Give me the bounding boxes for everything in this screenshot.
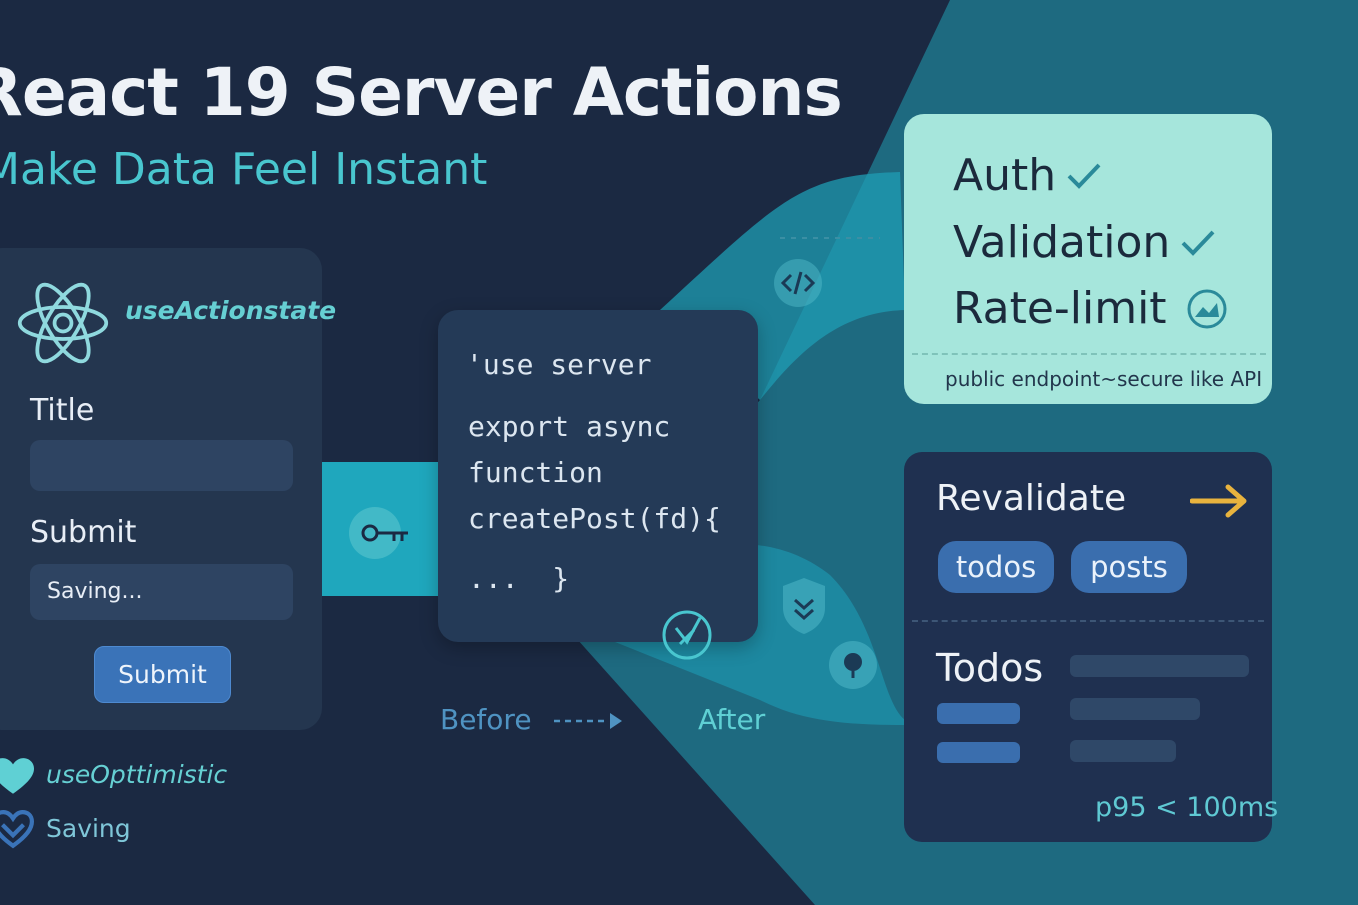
- check-item-label: Validation: [953, 217, 1171, 268]
- tag-todos[interactable]: todos: [938, 541, 1054, 593]
- todos-label: Todos: [936, 646, 1044, 690]
- todo-item-bar: [937, 742, 1020, 763]
- checkmark-icon: [1067, 163, 1101, 189]
- react-logo-icon: [17, 282, 109, 364]
- code-line: createPost(fd){: [468, 502, 721, 535]
- rate-limit-icon: [1187, 289, 1227, 328]
- saving-label: Saving: [46, 814, 131, 843]
- placeholder-bar: [1070, 740, 1176, 762]
- code-line: function: [468, 456, 603, 489]
- divider: [912, 620, 1264, 622]
- code-line: export async: [468, 410, 671, 443]
- saving-field[interactable]: Saving...: [30, 564, 293, 620]
- check-item-label: Auth: [953, 150, 1057, 201]
- placeholder-bar: [1070, 655, 1249, 677]
- key-icon: [349, 507, 408, 559]
- use-optimistic-label: useOpttimistic: [46, 760, 228, 789]
- check-item-validation: Validation: [953, 217, 1216, 268]
- before-label: Before: [440, 703, 532, 736]
- revalidate-card: [904, 452, 1272, 842]
- code-card: [438, 310, 758, 642]
- latency-metric: p95 < 100ms: [1095, 792, 1279, 823]
- code-line: ... }: [468, 562, 570, 595]
- divider: [912, 353, 1266, 355]
- tag-posts[interactable]: posts: [1071, 541, 1187, 593]
- arrow-right-icon: [1190, 484, 1247, 518]
- heart-outline-icon: [0, 810, 34, 849]
- endpoint-note: public endpoint~secure like API: [945, 367, 1263, 391]
- use-action-state-label: useActionstate: [125, 296, 337, 325]
- security-checks-card: [904, 114, 1272, 404]
- title-label: Title: [30, 393, 95, 428]
- check-item-rate-limit: Rate-limit: [953, 283, 1227, 334]
- submit-label: Submit: [30, 515, 137, 550]
- page-subtitle: Make Data Feel Instant: [0, 144, 488, 195]
- todo-item-bar: [937, 703, 1020, 724]
- shield-icon: [783, 578, 825, 634]
- title-input[interactable]: [30, 440, 293, 491]
- dashed-arrow-icon: [554, 713, 622, 729]
- code-icon: [774, 259, 822, 307]
- placeholder-bar: [1070, 698, 1200, 720]
- pin-icon: [829, 641, 877, 689]
- check-item-auth: Auth: [953, 150, 1102, 201]
- revalidate-title: Revalidate: [936, 478, 1127, 519]
- code-line: 'use server: [466, 348, 652, 381]
- after-label: After: [698, 703, 766, 736]
- page-title: React 19 Server Actions: [0, 54, 843, 131]
- checkmark-icon: [1181, 230, 1215, 256]
- heart-icon: [0, 758, 34, 794]
- check-item-label: Rate-limit: [953, 283, 1167, 334]
- check-circle-icon: [662, 610, 712, 660]
- submit-button[interactable]: Submit: [94, 646, 231, 703]
